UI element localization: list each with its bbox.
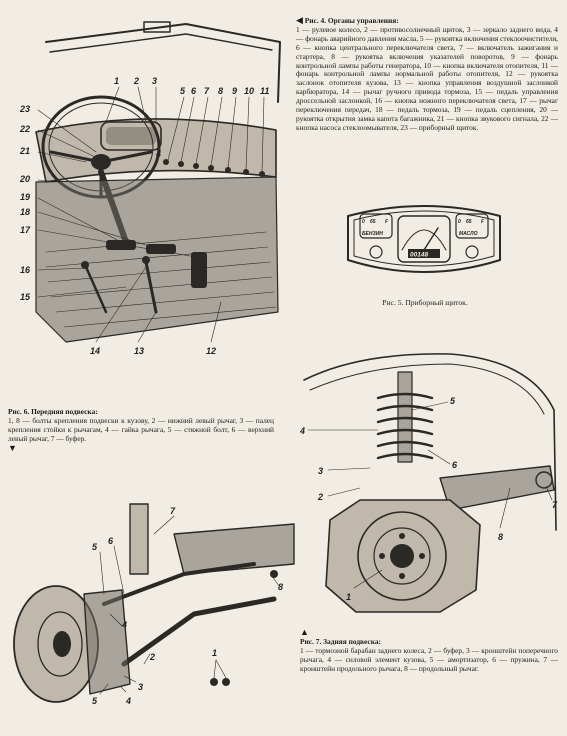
fig4-label-4: 4: [155, 149, 161, 159]
fig4-label-8: 8: [218, 86, 223, 96]
fig5-left-label: БЕНЗИН: [362, 231, 383, 237]
fig7-label-4: 4: [300, 426, 305, 436]
fig4-label-6: 6: [191, 86, 197, 96]
fig4-title: Рис. 4. Органы управления:: [304, 16, 399, 25]
fig7-label-3: 3: [318, 466, 323, 476]
fig4-label-15: 15: [20, 292, 31, 302]
fig4-label-12: 12: [206, 346, 216, 356]
fig4-legend-text: 1 — рулевое колесо, 2 — противосолнечный…: [296, 24, 558, 132]
fig7-marker: ▲: [300, 627, 309, 637]
fig6-label-6: 6: [108, 536, 114, 546]
fig6-label-3: 3: [138, 682, 143, 692]
fig4-label-10: 10: [244, 86, 254, 96]
fig4-label-16: 16: [20, 265, 31, 275]
fig6-label-1: 1: [212, 648, 217, 658]
fig7-label-7: 7: [552, 500, 558, 510]
fig7-caption: ▲ Рис. 7. Задняя подвеска: 1 — тормозной…: [300, 628, 558, 674]
fig4-label-17: 17: [20, 225, 31, 235]
fig6-label-5-bottom: 5: [92, 696, 98, 706]
fig7-label-2: 2: [317, 492, 323, 502]
fig4-label-18: 18: [20, 207, 30, 217]
fig4-label-14: 14: [90, 346, 100, 356]
fig4-label-23: 23: [19, 104, 30, 114]
fig6-label-2: 2: [149, 652, 155, 662]
fig5-odometer: 00148: [410, 252, 428, 259]
fig5-left-min: 0: [362, 219, 365, 225]
fig6-label-7: 7: [170, 506, 176, 516]
fig5-right-max: F: [481, 219, 485, 225]
fig4-caption: ◀ Рис. 4. Органы управления: 1 — рулевое…: [296, 16, 558, 133]
fig4-label-3: 3: [152, 76, 157, 86]
fig4-label-21: 21: [19, 146, 30, 156]
fig4-label-11: 11: [260, 86, 269, 96]
fig5-caption: Рис. 5. Приборный щиток.: [350, 298, 500, 307]
fig4-label-5: 5: [180, 86, 186, 96]
fig6-label-4-bottom: 4: [125, 696, 131, 706]
fig5-left-max: F: [385, 219, 389, 225]
fig4-label-1: 1: [114, 76, 119, 86]
fig5-left-mid: 65: [370, 219, 376, 225]
fig4-label-19: 19: [20, 192, 30, 202]
fig6-label-8: 8: [278, 582, 283, 592]
fig5-instrument-panel: 0 65 F БЕНЗИН 0 65 F МАСЛО 00148: [347, 205, 501, 273]
fig7-legend-text: 1 — тормозной барабан заднего колеса, 2 …: [300, 645, 558, 673]
fig7-label-8: 8: [498, 532, 503, 542]
fig6-title: Рис. 6. Передняя подвеска:: [8, 407, 98, 416]
fig7-label-6: 6: [452, 460, 458, 470]
fig4-marker: ◀: [296, 15, 303, 25]
fig4-label-13: 13: [134, 346, 144, 356]
fig4-label-2: 2: [133, 76, 139, 86]
fig6-caption: Рис. 6. Передняя подвеска: 1, 8 — болты …: [8, 407, 274, 454]
fig4-label-22: 22: [19, 124, 30, 134]
fig6-marker: ▼: [8, 442, 17, 453]
fig5-caption-text: Рис. 5. Приборный щиток.: [382, 298, 468, 307]
fig6-label-5-top: 5: [92, 542, 98, 552]
fig7-label-5: 5: [450, 396, 456, 406]
fig4-controls-illustration: 1 2 3 5 6 7 8 9 10 11 4 23 22 21 20 19 1…: [19, 21, 281, 356]
fig7-title: Рис. 7. Задняя подвеска:: [300, 636, 382, 646]
fig5-right-label: МАСЛО: [459, 231, 478, 237]
fig4-label-9: 9: [232, 86, 237, 96]
fig5-right-mid: 65: [466, 219, 472, 225]
fig6-front-suspension-illustration: 5 6 7 8 4 2 3 5 4 1: [13, 503, 295, 706]
fig4-label-7: 7: [204, 86, 210, 96]
fig7-label-1: 1: [346, 592, 351, 602]
fig4-label-20: 20: [19, 174, 30, 184]
fig7-rear-suspension-illustration: 5 6 4 3 2 7 8 1: [300, 353, 558, 613]
fig5-right-min: 0: [458, 219, 461, 225]
fig6-legend-text: 1, 8 — болты крепления подвески к кузову…: [8, 415, 274, 443]
fig6-label-4-top: 4: [121, 620, 127, 630]
